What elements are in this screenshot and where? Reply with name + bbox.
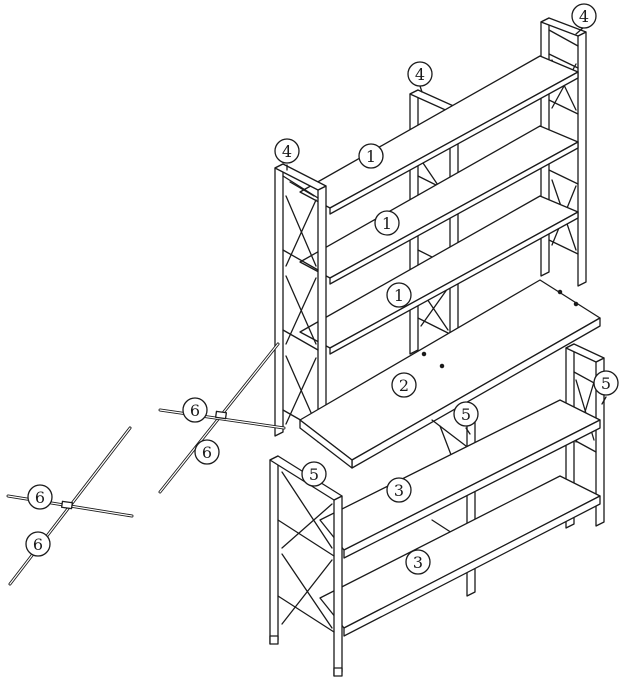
cross-brace-assembly-left xyxy=(6,426,134,586)
callout-6-left-upper: 6 xyxy=(27,484,53,510)
callout-2: 2 xyxy=(391,372,417,398)
callout-5-front: 5 xyxy=(301,461,327,487)
svg-text:6: 6 xyxy=(33,535,43,554)
svg-text:5: 5 xyxy=(309,465,319,484)
callout-4-back: 4 xyxy=(571,3,597,29)
svg-text:4: 4 xyxy=(579,7,589,26)
svg-text:1: 1 xyxy=(366,147,376,166)
svg-text:3: 3 xyxy=(394,481,404,500)
callout-1-middle: 1 xyxy=(374,210,400,236)
svg-text:6: 6 xyxy=(35,488,45,507)
hutch-front-left-frame xyxy=(274,163,327,443)
svg-text:6: 6 xyxy=(190,401,200,420)
cross-brace-assembly-right xyxy=(158,342,286,494)
svg-text:4: 4 xyxy=(415,65,425,84)
svg-text:5: 5 xyxy=(461,405,471,424)
callout-4-middle: 4 xyxy=(407,61,433,87)
svg-text:6: 6 xyxy=(202,443,212,462)
callout-6-right-upper: 6 xyxy=(182,397,208,423)
callout-1-bottom: 1 xyxy=(386,282,412,308)
callout-5-back: 5 xyxy=(593,370,619,396)
desk-front-left-frame xyxy=(269,455,343,677)
callout-6-left-lower: 6 xyxy=(25,531,51,557)
svg-text:1: 1 xyxy=(394,286,404,305)
desk-top-panel xyxy=(299,279,601,469)
callout-5-middle: 5 xyxy=(453,401,479,427)
hutch-shelves xyxy=(299,55,579,355)
callout-3-bottom: 3 xyxy=(405,549,431,575)
svg-text:2: 2 xyxy=(399,376,409,395)
callout-3-top: 3 xyxy=(386,477,412,503)
svg-text:3: 3 xyxy=(413,553,423,572)
svg-text:1: 1 xyxy=(382,214,392,233)
callout-4-front: 4 xyxy=(274,138,300,164)
desk-shelves xyxy=(319,399,601,637)
svg-text:4: 4 xyxy=(282,142,292,161)
callout-6-right-lower: 6 xyxy=(194,439,220,465)
callout-1-top: 1 xyxy=(358,143,384,169)
svg-text:5: 5 xyxy=(601,374,611,393)
